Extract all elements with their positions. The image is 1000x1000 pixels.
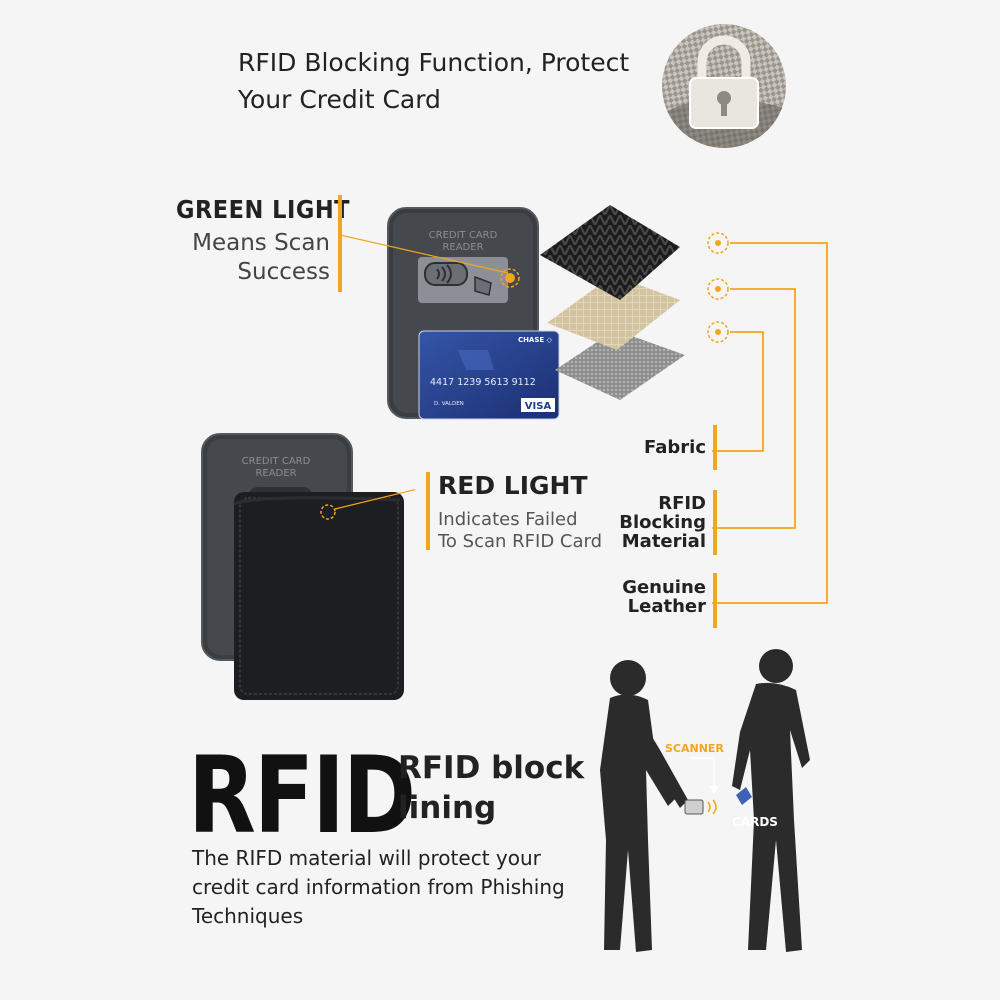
green-sub-line-2: Success [237,259,330,285]
fabric-label: Fabric [644,437,706,458]
fabric-label-bar [713,425,717,470]
wallet [233,492,404,700]
green-light-description: Means Scan Success [160,229,330,287]
red-accent-bar [426,472,430,550]
rfid-label-line-1: RFID [658,493,706,514]
green-light-title: GREEN LIGHT [176,195,350,224]
person-scanner-silhouette [600,660,688,952]
red-light-description: Indicates Failed To Scan RFID Card [438,509,602,553]
card-bank: CHASE ◇ [518,336,553,344]
rfid-description: The RIFD material will protect your cred… [192,844,565,931]
page-headline: RFID Blocking Function, Protect Your Cre… [238,44,629,118]
green-accent-bar [338,195,342,292]
reader-label-2: READER [442,242,483,253]
credit-card: CHASE ◇ 4417 1239 5613 9112 D. VALDEN VI… [418,330,560,420]
genuine-leather-label: Genuine Leather [596,578,706,616]
rfid-block-line-2: lining [398,790,497,826]
green-sub-line-1: Means Scan [192,230,330,256]
headline-line-2: Your Credit Card [238,85,441,114]
rfid-block-lining-title: RFID block lining [398,748,584,828]
leather-label-line-1: Genuine [622,577,706,598]
rfid-label-bar [713,490,717,555]
reader-label-1: CREDIT CARD [429,230,498,241]
red-sub-line-2: To Scan RFID Card [438,531,603,552]
desc-line-1: The RIFD material will protect your [192,846,541,870]
card-brand: VISA [525,401,552,412]
rfid-label-line-2: Blocking [619,512,706,533]
layer-bracket-lines [707,232,828,604]
reader2-label-1: CREDIT CARD [242,456,311,467]
fabric-layer [555,330,685,400]
rfid-blocking-material-label: RFID Blocking Material [596,494,706,551]
cards-label: CARDS [732,815,778,829]
red-light-title: RED LIGHT [438,471,588,500]
rfid-block-line-1: RFID block [398,750,585,786]
desc-line-2: credit card information from Phishing [192,875,565,899]
red-sub-line-1: Indicates Failed [438,509,578,530]
card-holder: D. VALDEN [434,401,464,407]
reader2-label-2: READER [255,468,296,479]
desc-line-3: Techniques [192,904,304,928]
carbon-leather-layer [540,205,680,300]
rfid-mesh-layer [547,275,680,350]
rfid-label-line-3: Material [621,531,706,552]
green-connector-line [340,234,509,274]
headline-line-1: RFID Blocking Function, Protect [238,48,630,77]
wallet-layers-illustration [540,205,685,400]
scanner-label: SCANNER [665,742,724,755]
person-victim-silhouette [732,649,810,952]
leather-label-line-2: Leather [627,596,706,617]
reader-with-wallet-illustration: CREDIT CARD READER [201,433,415,700]
rfid-big-title: RFID [188,735,416,859]
skimming-scene-illustration: SCANNER CARDS [600,649,810,952]
leather-label-bar [713,573,717,628]
card-number: 4417 1239 5613 9112 [430,377,536,388]
lock-icon [662,24,786,148]
